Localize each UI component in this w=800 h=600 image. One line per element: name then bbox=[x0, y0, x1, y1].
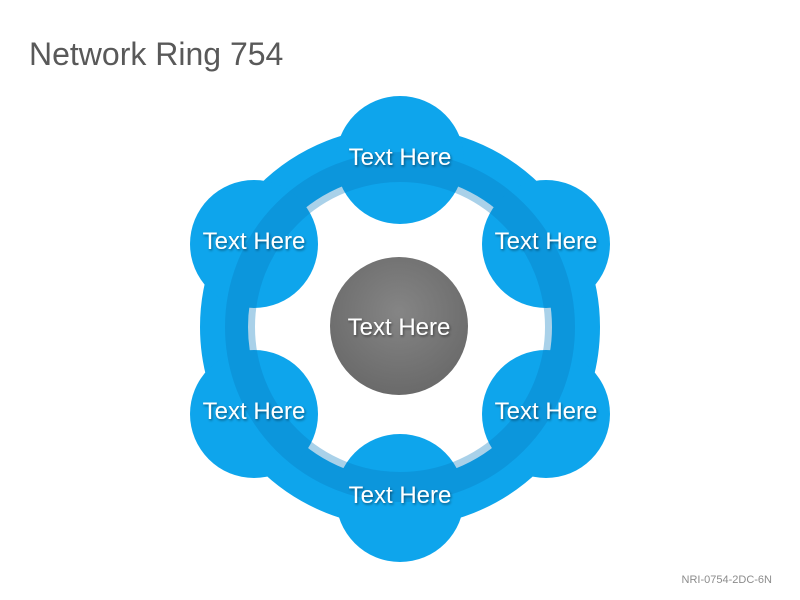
footer-code: NRI-0754-2DC-6N bbox=[681, 574, 772, 586]
page-title: Network Ring 754 bbox=[29, 36, 284, 72]
ring-nodes bbox=[190, 96, 610, 562]
ring-overlap-shading bbox=[225, 152, 575, 502]
ring-node-6[interactable] bbox=[190, 180, 318, 308]
ring-node-label-6: Text Here bbox=[203, 228, 306, 255]
center-label: Text Here bbox=[348, 314, 451, 341]
ring-node-label-3: Text Here bbox=[495, 398, 598, 425]
ring-node-label-4: Text Here bbox=[349, 482, 452, 509]
ring-node-2[interactable] bbox=[482, 180, 610, 308]
ring-node-3[interactable] bbox=[482, 350, 610, 478]
ring-node-4[interactable] bbox=[336, 434, 464, 562]
ring-node-label-5: Text Here bbox=[203, 398, 306, 425]
ring-node-label-2: Text Here bbox=[495, 228, 598, 255]
ring-node-1[interactable] bbox=[336, 96, 464, 224]
center-circle[interactable] bbox=[330, 257, 468, 395]
ring-node-5[interactable] bbox=[190, 350, 318, 478]
ring-node-label-1: Text Here bbox=[349, 144, 452, 171]
